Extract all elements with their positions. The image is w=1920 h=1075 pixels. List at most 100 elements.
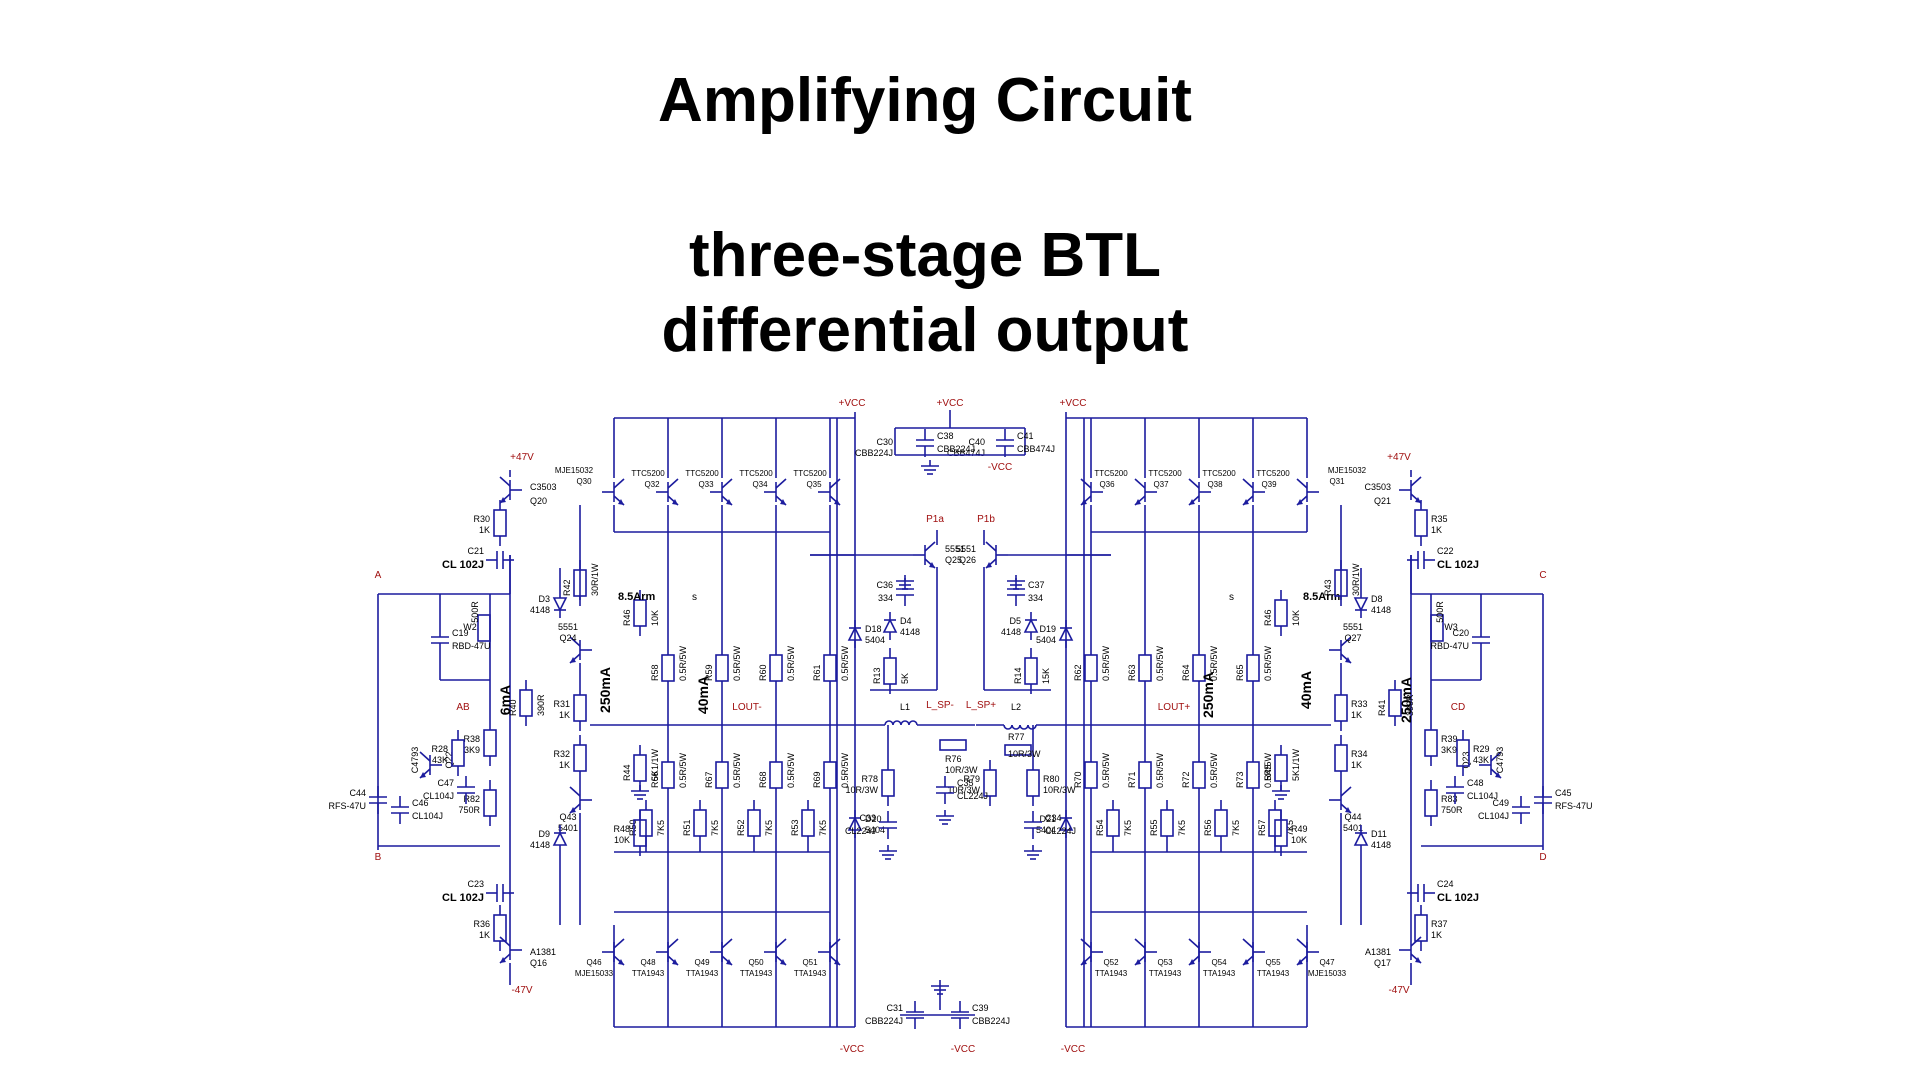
page-title: Amplifying Circuit (658, 66, 1192, 135)
svg-text:R50: R50 (628, 819, 638, 836)
svg-text:R54: R54 (1095, 819, 1105, 836)
svg-text:C41: C41 (1017, 431, 1034, 441)
svg-text:C23: C23 (467, 879, 484, 889)
svg-text:TTA1943: TTA1943 (1095, 969, 1128, 978)
svg-text:MJE15032: MJE15032 (555, 466, 594, 475)
svg-text:CL104J: CL104J (423, 791, 454, 801)
svg-text:0.5R/5W: 0.5R/5W (678, 645, 688, 681)
svg-text:6mA: 6mA (497, 685, 513, 715)
svg-text:R28: R28 (431, 744, 448, 754)
svg-text:+VCC: +VCC (937, 398, 964, 409)
svg-text:+VCC: +VCC (1060, 398, 1087, 409)
svg-text:5404: 5404 (865, 825, 885, 835)
svg-text:3K9: 3K9 (464, 745, 480, 755)
svg-text:s: s (692, 592, 697, 603)
svg-text:R49: R49 (1291, 824, 1308, 834)
svg-text:R41: R41 (1377, 699, 1387, 716)
svg-text:R43: R43 (1323, 579, 1333, 596)
svg-text:D18: D18 (865, 624, 882, 634)
svg-text:C21: C21 (467, 546, 484, 556)
svg-text:Q50: Q50 (748, 958, 764, 967)
svg-text:W2: W2 (463, 622, 477, 632)
svg-text:Q22: Q22 (444, 751, 454, 768)
svg-text:1K: 1K (559, 760, 570, 770)
svg-text:TTC5200: TTC5200 (1094, 469, 1128, 478)
svg-text:Q53: Q53 (1157, 958, 1173, 967)
svg-text:CL224J: CL224J (845, 826, 876, 836)
svg-text:R83: R83 (1441, 794, 1458, 804)
svg-text:Q21: Q21 (1374, 496, 1391, 506)
svg-text:L2: L2 (1011, 702, 1021, 712)
svg-text:-47V: -47V (1388, 985, 1409, 996)
svg-text:R39: R39 (1441, 734, 1458, 744)
left-predriver: 5551Q24R311KR321KQ435401250mAD34148D9414… (530, 505, 613, 925)
svg-text:R46: R46 (622, 609, 632, 626)
svg-text:A: A (375, 570, 382, 581)
svg-text:TTA1943: TTA1943 (686, 969, 719, 978)
svg-text:3K9: 3K9 (1441, 745, 1457, 755)
right-input-stage: CDCDC45RFS-47UC49CL104JC4793Q23R2943KC48… (1410, 555, 1593, 863)
svg-text:0.5R/5W: 0.5R/5W (1263, 752, 1273, 788)
svg-text:TTC5200: TTC5200 (685, 469, 719, 478)
svg-text:5404: 5404 (865, 635, 885, 645)
svg-text:P1b: P1b (977, 514, 995, 525)
svg-text:D21: D21 (1039, 814, 1056, 824)
svg-text:R55: R55 (1149, 819, 1159, 836)
svg-text:C19: C19 (452, 628, 469, 638)
svg-text:C31: C31 (886, 1003, 903, 1013)
svg-text:40mA: 40mA (695, 676, 711, 714)
svg-text:10R/3W: 10R/3W (945, 765, 978, 775)
svg-text:Q25: Q25 (945, 555, 962, 565)
svg-text:R35: R35 (1431, 514, 1448, 524)
svg-text:R60: R60 (758, 664, 768, 681)
svg-text:R48: R48 (613, 824, 630, 834)
svg-text:Q17: Q17 (1374, 958, 1391, 968)
svg-text:0.5R/5W: 0.5R/5W (786, 752, 796, 788)
svg-text:CL 102J: CL 102J (442, 559, 484, 571)
svg-text:Q44: Q44 (1344, 812, 1361, 822)
svg-text:Q35: Q35 (806, 480, 822, 489)
svg-text:C3503: C3503 (530, 482, 557, 492)
svg-text:MJE15033: MJE15033 (575, 969, 614, 978)
svg-text:334: 334 (1028, 593, 1043, 603)
svg-text:R57: R57 (1257, 819, 1267, 836)
svg-text:0.5R/5W: 0.5R/5W (732, 645, 742, 681)
svg-text:Q27: Q27 (1344, 633, 1361, 643)
svg-text:250mA: 250mA (1200, 672, 1216, 718)
svg-text:R52: R52 (736, 819, 746, 836)
svg-text:C38: C38 (937, 431, 954, 441)
svg-text:R59: R59 (704, 664, 714, 681)
svg-text:TTC5200: TTC5200 (1256, 469, 1290, 478)
svg-text:TTA1943: TTA1943 (1257, 969, 1290, 978)
svg-text:750R: 750R (458, 805, 480, 815)
svg-text:Q48: Q48 (640, 958, 656, 967)
svg-text:CBB224J: CBB224J (972, 1016, 1010, 1026)
svg-text:5551: 5551 (956, 544, 976, 554)
svg-text:7K5: 7K5 (818, 820, 828, 836)
svg-text:CBB474J: CBB474J (947, 448, 985, 458)
svg-text:Q39: Q39 (1261, 480, 1277, 489)
svg-text:C35: C35 (957, 778, 974, 788)
svg-text:LOUT+: LOUT+ (1158, 702, 1191, 713)
svg-text:R29: R29 (1473, 744, 1490, 754)
svg-text:Q16: Q16 (530, 958, 547, 968)
svg-text:750R: 750R (1441, 805, 1463, 815)
svg-text:R45: R45 (1263, 764, 1273, 781)
svg-text:-VCC: -VCC (1061, 1044, 1085, 1055)
svg-text:1K: 1K (1351, 760, 1362, 770)
svg-text:R33: R33 (1351, 699, 1368, 709)
svg-text:10R/3W: 10R/3W (845, 785, 878, 795)
svg-text:4148: 4148 (1371, 840, 1391, 850)
svg-text:10R/3W: 10R/3W (1008, 749, 1041, 759)
svg-text:5401: 5401 (1343, 823, 1363, 833)
svg-text:L_SP+: L_SP+ (966, 700, 996, 711)
svg-text:5K: 5K (900, 673, 910, 684)
svg-text:R62: R62 (1073, 664, 1083, 681)
svg-text:D5: D5 (1009, 616, 1021, 626)
